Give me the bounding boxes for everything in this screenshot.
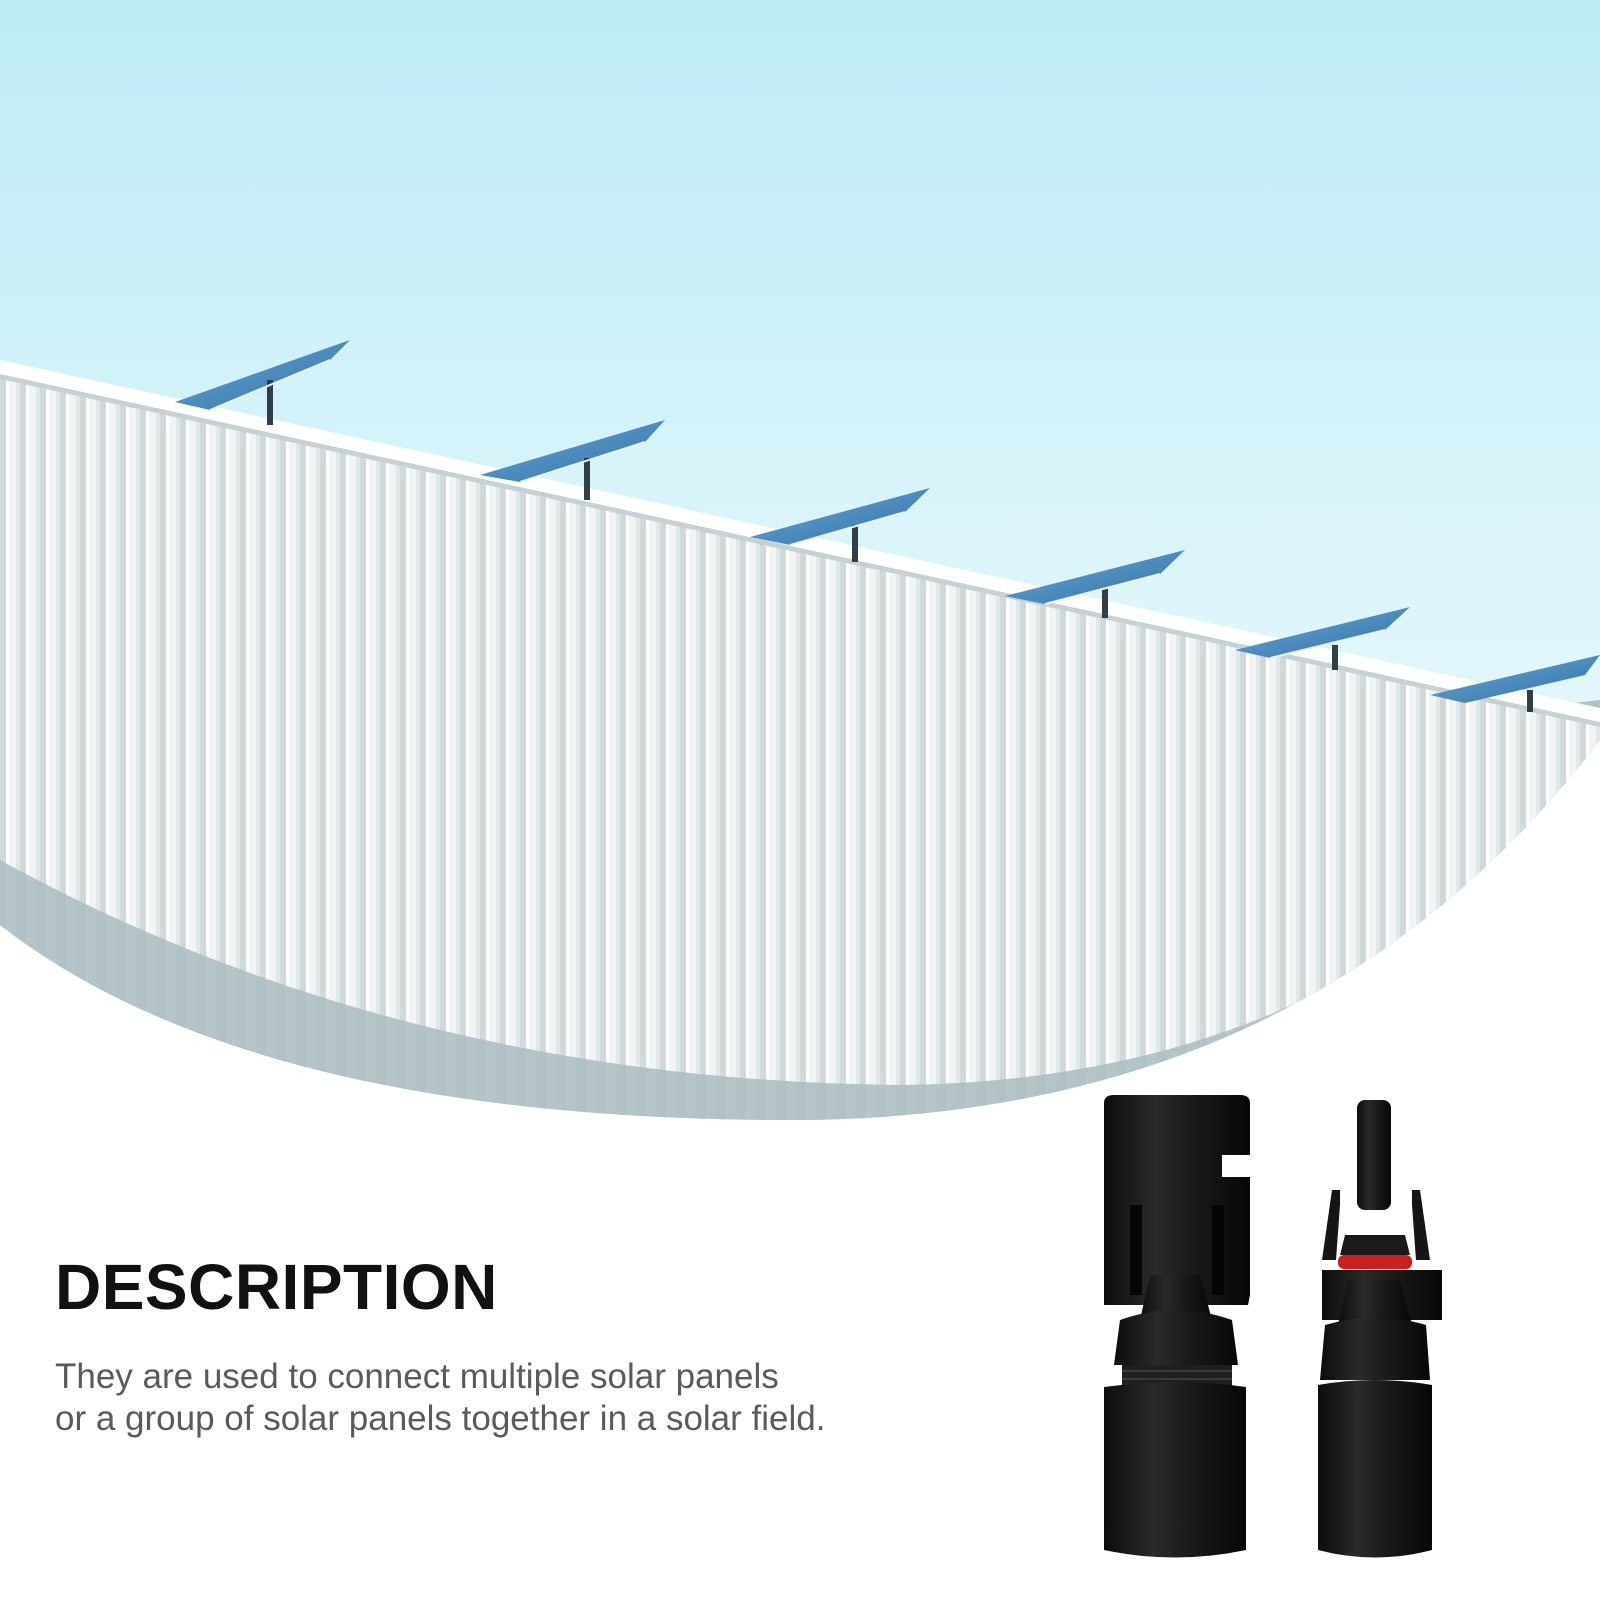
description-text: They are used to connect multiple solar … xyxy=(55,1356,955,1440)
male-connector xyxy=(1318,1100,1442,1558)
solar-connector-photo xyxy=(1100,1095,1500,1595)
description-line-1: They are used to connect multiple solar … xyxy=(55,1357,779,1396)
description-heading: DESCRIPTION xyxy=(55,1251,498,1323)
rooftop-solar-photo xyxy=(0,0,1600,1120)
solar-panel-row xyxy=(175,340,1600,712)
description-line-2: or a group of solar panels together in a… xyxy=(55,1399,826,1438)
female-connector xyxy=(1104,1095,1250,1558)
